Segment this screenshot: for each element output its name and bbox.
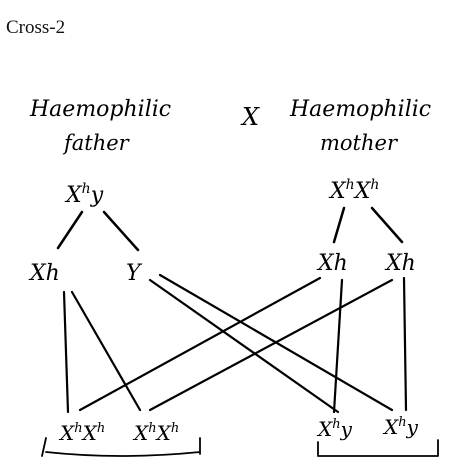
mother-gamete-xh-left: Xh: [316, 251, 348, 276]
line-father-xh-to-child2: [70, 290, 142, 412]
mother-branch-right: [370, 206, 404, 244]
offspring-2: XhXh: [132, 421, 179, 445]
mother-label-line2: mother: [320, 131, 399, 155]
line-mother-xh2-to-child2: [148, 278, 394, 412]
line-mother-xh2-to-child4: [402, 276, 408, 412]
father-branch-right: [102, 210, 140, 252]
mother-branch-left: [332, 206, 346, 244]
bracket-daughters: [41, 437, 201, 457]
line-father-y-to-child3: [148, 278, 340, 414]
father-gamete-y: Y: [126, 261, 143, 286]
father-genotype: Xhy: [64, 181, 104, 208]
line-mother-xh1-to-child1: [78, 276, 322, 412]
cross-symbol: X: [240, 103, 260, 131]
father-label-line1: Haemophilic: [29, 97, 171, 122]
father-gamete-xh: Xh: [28, 261, 60, 286]
father-label-line2: father: [62, 131, 131, 155]
offspring-3: Xhy: [316, 417, 353, 441]
father-branch-left: [56, 210, 84, 250]
bracket-sons: [317, 439, 439, 457]
mother-label-line1: Haemophilic: [289, 97, 431, 122]
mother-gamete-xh-right: Xh: [384, 251, 416, 276]
offspring-1: XhXh: [58, 421, 105, 445]
mother-genotype: XhXh: [328, 177, 379, 204]
diagram-title: Cross-2: [6, 17, 66, 38]
offspring-4: Xhy: [382, 415, 419, 439]
line-mother-xh1-to-child3: [332, 278, 344, 414]
line-father-xh-to-child1: [62, 290, 70, 414]
